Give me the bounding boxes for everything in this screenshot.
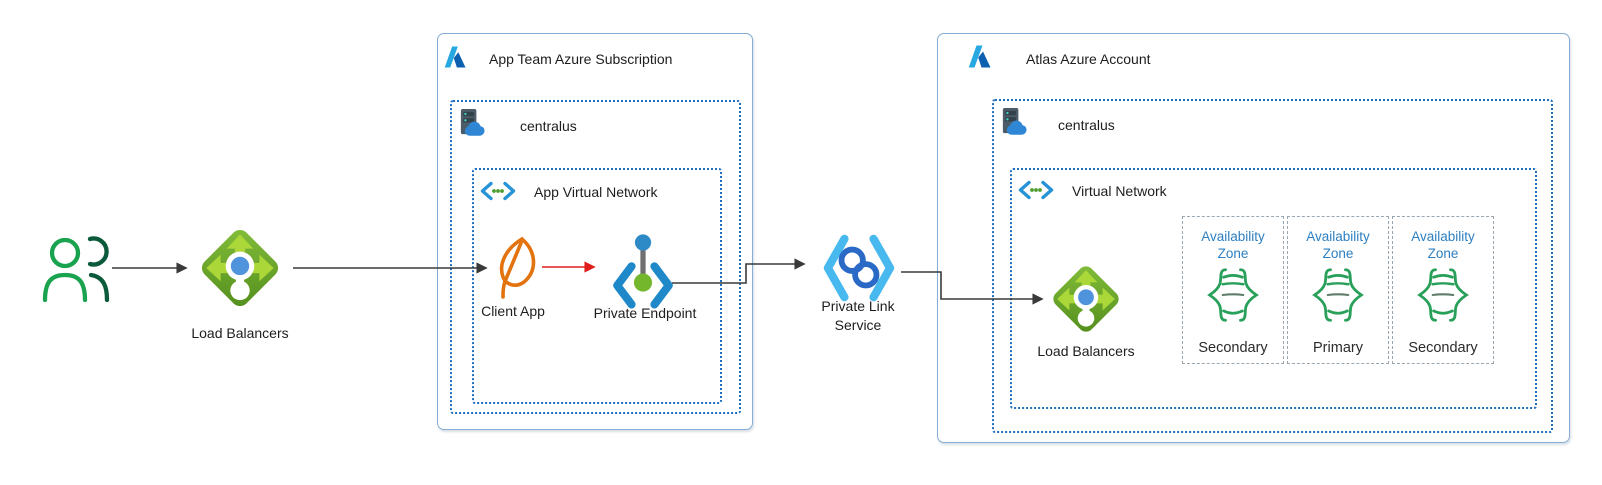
atlas-region-box (992, 99, 1553, 433)
availability-zone-secondary-1: Availability Zone Secondary (1182, 216, 1284, 364)
availability-zone-title: Availability Zone (1201, 229, 1265, 261)
azure-logo-icon (443, 45, 466, 69)
availability-zone-title: Availability Zone (1306, 229, 1370, 261)
load-balancers-right-icon (1044, 257, 1128, 341)
app-subscription-title: App Team Azure Subscription (489, 51, 673, 67)
private-link-service-label: Private Link Service (821, 298, 895, 333)
private-link-service-icon (818, 234, 900, 302)
app-region-box (450, 100, 741, 414)
region-server-cloud-icon (999, 107, 1030, 138)
client-app-leaf-icon (492, 236, 542, 300)
database-icon (1413, 266, 1473, 324)
atlas-account-box (937, 33, 1570, 443)
database-icon (1308, 266, 1368, 324)
private-endpoint-icon (604, 232, 682, 314)
availability-zone-role: Primary (1313, 340, 1363, 356)
database-icon (1203, 266, 1263, 324)
app-region-label: centralus (520, 118, 577, 134)
virtual-network-icon (480, 181, 516, 201)
app-vnet-label: App Virtual Network (534, 184, 658, 200)
load-balancers-left-icon (191, 219, 289, 317)
availability-zone-primary: Availability Zone Primary (1287, 216, 1389, 364)
availability-zone-title: Availability Zone (1411, 229, 1475, 261)
atlas-vnet-label: Virtual Network (1072, 183, 1167, 199)
azure-logo-icon (967, 44, 991, 69)
availability-zone-role: Secondary (1198, 340, 1268, 356)
virtual-network-icon (1018, 180, 1054, 200)
atlas-account-title: Atlas Azure Account (1026, 51, 1151, 67)
private-endpoint-label: Private Endpoint (593, 305, 697, 321)
client-app-label: Client App (481, 303, 545, 319)
region-server-cloud-icon (457, 108, 488, 139)
users-icon (40, 230, 112, 308)
atlas-region-label: centralus (1058, 117, 1115, 133)
app-vnet-box (472, 168, 722, 404)
load-balancers-left-label: Load Balancers (191, 325, 289, 341)
app-subscription-box (437, 33, 753, 430)
availability-zone-secondary-2: Availability Zone Secondary (1392, 216, 1494, 364)
load-balancers-right-label: Load Balancers (1037, 343, 1135, 359)
availability-zone-role: Secondary (1408, 340, 1478, 356)
